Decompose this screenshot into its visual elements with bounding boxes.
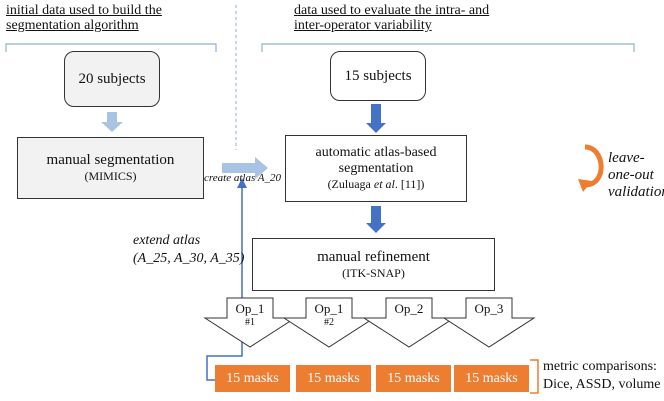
mask-box-3: 15 masks xyxy=(376,365,451,392)
mask-box-1: 15 masks xyxy=(215,365,290,392)
loo-line2: validation xyxy=(608,184,664,200)
subjects-20-box: 20 subjects xyxy=(64,51,160,107)
citation-post: . [11]) xyxy=(394,177,425,191)
operator-label-1: Op_1 #1 xyxy=(220,302,280,330)
left-header-line2: segmentation algorithm xyxy=(6,18,139,33)
arrow-down-dark-1 xyxy=(366,104,386,133)
operator-1-sub: #1 xyxy=(245,317,255,328)
left-header-bracket xyxy=(5,43,217,52)
operator-label-4: Op_3 xyxy=(459,302,519,316)
right-header-line2: inter-operator variability xyxy=(294,18,432,33)
op-arrow-4 xyxy=(442,297,536,348)
subjects-15-label: 15 subjects xyxy=(344,67,412,84)
metrics-line1: metric comparisons: xyxy=(543,359,657,374)
arrow-down-dark-2 xyxy=(366,206,386,233)
auto-seg-citation: (Zuluaga et al. [11]) xyxy=(328,177,425,192)
extend-atlas-label: extend atlas (A_25, A_30, A_35) xyxy=(133,232,244,268)
citation-etal: et al xyxy=(373,177,395,191)
right-header: data used to evaluate the intra- and int… xyxy=(294,3,554,33)
op-arrow-3 xyxy=(362,297,456,348)
manual-segmentation-title: manual segmentation xyxy=(46,152,175,168)
operator-4-name: Op_3 xyxy=(474,301,504,316)
manual-refinement-title: manual refinement xyxy=(317,248,430,265)
mask-box-2: 15 masks xyxy=(296,365,371,392)
arrow-right-light xyxy=(222,157,268,179)
op-arrow-1 xyxy=(203,297,297,348)
operator-3-name: Op_2 xyxy=(394,301,424,316)
auto-seg-line2: segmentation xyxy=(338,161,414,176)
metrics-label: metric comparisons: Dice, ASSD, volume xyxy=(543,358,660,394)
right-header-line1: data used to evaluate the intra- and xyxy=(294,3,490,18)
subjects-15-box: 15 subjects xyxy=(330,51,426,101)
manual-refinement-tool: (ITK-SNAP) xyxy=(342,265,405,280)
leave-one-out-label: leave-one-out validation xyxy=(608,150,664,201)
citation-pre: (Zuluaga xyxy=(327,177,374,191)
operator-2-name: Op_1 xyxy=(314,301,344,316)
create-atlas-label: create atlas A_20 xyxy=(204,172,281,184)
arrow-down-light xyxy=(101,112,123,132)
operator-label-2: Op_1 #2 xyxy=(299,302,359,330)
op-arrow-2 xyxy=(282,297,376,348)
right-header-bracket xyxy=(261,43,635,52)
auto-segmentation-box: automatic atlas-based segmentation (Zulu… xyxy=(285,135,467,202)
manual-refinement-box: manual refinement (ITK-SNAP) xyxy=(252,238,495,291)
left-header: initial data used to build the segmentat… xyxy=(6,3,226,33)
manual-segmentation-box: manual segmentation (MIMICS) xyxy=(17,137,204,199)
loo-line1: leave-one-out xyxy=(608,150,654,183)
auto-seg-line1: automatic atlas-based xyxy=(315,145,437,160)
metrics-bracket xyxy=(530,359,539,394)
feedback-line xyxy=(206,186,243,381)
manual-segmentation-tool: (MIMICS) xyxy=(84,169,137,183)
loop-arrowhead-icon xyxy=(578,179,592,192)
left-header-line1: initial data used to build the xyxy=(6,3,162,18)
loop-arrow-icon xyxy=(584,144,604,188)
operator-label-3: Op_2 xyxy=(379,302,439,316)
subjects-20-label: 20 subjects xyxy=(78,70,146,87)
operator-1-name: Op_1 xyxy=(235,301,265,316)
extend-atlas-line2: (A_25, A_30, A_35) xyxy=(133,251,245,266)
operator-2-sub: #2 xyxy=(324,317,334,328)
mask-box-4: 15 masks xyxy=(454,365,529,392)
metrics-line2: Dice, ASSD, volume xyxy=(543,377,661,392)
feedback-arrowhead-icon xyxy=(237,178,247,188)
extend-atlas-line1: extend atlas xyxy=(133,233,201,248)
